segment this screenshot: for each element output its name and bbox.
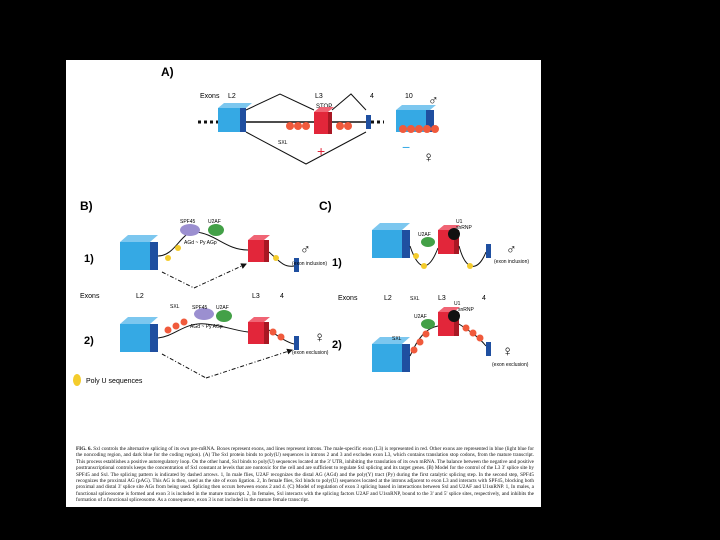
panel-c-label: C) [319, 199, 332, 213]
exon-inclusion-c: (exon inclusion) [494, 259, 529, 265]
exon-exclusion-b: (exon exclusion) [292, 350, 329, 356]
panel-c-row1: 1) [332, 257, 342, 269]
exon-4-c2 [486, 342, 491, 356]
panel-c-l3: L3 [438, 295, 446, 302]
panel-b-l3: L3 [252, 293, 260, 300]
panel-a-label: A) [161, 65, 174, 79]
exon-4-c1 [486, 244, 491, 258]
u1-label-c2: U1 [454, 301, 461, 307]
panel-a-exon10: 10 [405, 93, 413, 100]
spf45-label-b1: SPF45 [180, 219, 196, 225]
panel-b-l2: L2 [136, 293, 144, 300]
u1-snrnp-c1 [448, 228, 460, 240]
u2af-label-b2: U2AF [216, 305, 229, 311]
male-symbol-a: ♂ [428, 92, 439, 108]
exon-l2-b1 [120, 235, 158, 270]
sxl-beads-introns [286, 122, 352, 130]
panel-a-l2: L2 [228, 93, 236, 100]
panel-c-sxl-mid: SXL [410, 296, 420, 302]
exon-l3-b2 [248, 317, 270, 344]
panel-c-sxl-2: SXL [392, 336, 402, 342]
figure-caption: FIG. 6. Sxl controls the alternative spl… [76, 446, 534, 504]
u2af-c2 [421, 319, 435, 329]
exon-l2-c2 [372, 337, 410, 372]
sxl-beads-utr [399, 125, 439, 133]
panel-c-exon4: 4 [482, 295, 486, 302]
exon-l2-c1 [372, 223, 410, 258]
panel-a-exons-label: Exons [200, 93, 220, 100]
exon-l2-a [218, 103, 252, 132]
caption-fig-label: FIG. 6. [76, 446, 92, 452]
poly-u-legend-label: Poly U sequences [86, 378, 143, 385]
panel-c-row2: 2) [332, 339, 342, 351]
panel-b-exon4: 4 [280, 293, 284, 300]
panel-c-exons-label: Exons [338, 295, 358, 302]
spf45-b2 [194, 308, 214, 320]
panel-b-sxl: SXL [170, 304, 180, 310]
female-symbol-c: ♀ [502, 343, 513, 360]
agd-py-agp-b2: AGd ~ Py AGp [190, 324, 223, 330]
panel-a-exon4: 4 [370, 93, 374, 100]
male-symbol-b: ♂ [300, 241, 311, 257]
spf45-label-b2: SPF45 [192, 305, 208, 311]
u1-snrnp-c2 [448, 310, 460, 322]
u2af-b2 [216, 310, 232, 322]
panel-b-label: B) [80, 199, 93, 213]
exon-exclusion-c: (exon exclusion) [492, 362, 529, 368]
exon-l2-b2 [120, 317, 158, 352]
snrnp-label-c2: snRNP [458, 307, 475, 313]
u2af-label-b1: U2AF [208, 219, 221, 225]
female-symbol-b: ♀ [314, 329, 325, 346]
male-symbol-c: ♂ [506, 241, 517, 257]
u1-label-c1: U1 [456, 219, 463, 225]
figure-panel: A) Exons L2 L3 STOP 4 10 ♂ [66, 60, 541, 507]
u2af-label-c2: U2AF [414, 314, 427, 320]
panel-b-row2: 2) [84, 335, 94, 347]
caption-text: Sxl controls the alternative splicing of… [76, 446, 534, 504]
u2af-label-c1: U2AF [418, 232, 431, 238]
u2af-c1 [421, 237, 435, 247]
spf45-b1 [180, 224, 200, 236]
panel-a-sxl: SXL [278, 140, 288, 146]
exon-4-b1 [294, 258, 299, 272]
panel-b-exons-label: Exons [80, 293, 100, 300]
exon-inclusion-b: (exon inclusion) [292, 261, 327, 267]
panel-a-plus: + [317, 143, 325, 159]
panel-a-minus: − [402, 139, 410, 155]
u2af-b1 [208, 224, 224, 236]
exon-l3-b1 [248, 235, 270, 262]
exon-4-b2 [294, 336, 299, 350]
panel-b-row1: 1) [84, 253, 94, 265]
panel-c-l2: L2 [384, 295, 392, 302]
agd-py-agp-b1: AGd ~ Py AGp [184, 240, 217, 246]
figure-diagram: A) Exons L2 L3 STOP 4 10 ♂ [73, 65, 529, 386]
female-symbol-a: ♀ [423, 149, 434, 166]
exon-l3-a [314, 107, 334, 134]
poly-u-legend-swatch [73, 374, 81, 386]
panel-a-l3: L3 [315, 93, 323, 100]
snrnp-label-c1: snRNP [456, 225, 473, 231]
exon-4-a [366, 115, 371, 129]
